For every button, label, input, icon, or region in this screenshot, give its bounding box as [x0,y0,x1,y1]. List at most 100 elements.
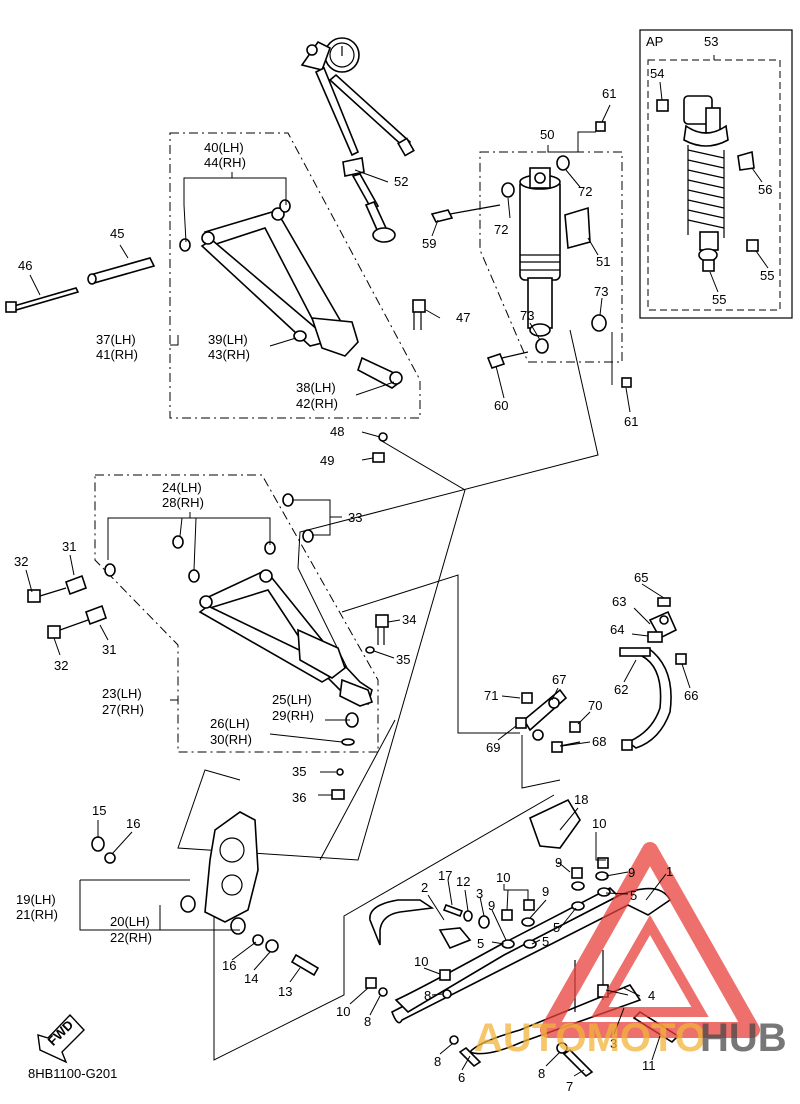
callout-63: 63 [612,594,626,609]
callout-50: 50 [540,127,554,142]
callout-53: 53 [704,34,718,49]
callout-55: 55 [760,268,774,283]
callout-42: 42(RH) [296,396,338,411]
diagram-code: 8HB1100-G201 [28,1066,117,1081]
callout-3: 3 [610,1036,617,1051]
callout-29: 29(RH) [272,708,314,723]
leader-lines [25,55,769,1077]
callout-48: 48 [330,424,344,439]
callout-17: 17 [438,868,452,883]
callout-36: 36 [292,790,306,805]
callout-5: 5 [477,936,484,951]
callout-7: 7 [566,1079,573,1094]
callout-13: 13 [278,984,292,999]
callout-61: 61 [624,414,638,429]
callout-9: 9 [555,855,562,870]
callout-61: 61 [602,86,616,101]
callout-9: 9 [542,884,549,899]
callout-5: 5 [542,934,549,949]
callout-31: 31 [102,642,116,657]
callout-69: 69 [486,740,500,755]
shock-group-outline [479,151,623,363]
callout-59: 59 [422,236,436,251]
bolt-47-part [372,299,426,463]
pivot-shaft-part [5,257,156,313]
callout-10: 10 [414,954,428,969]
callout-37: 37(LH) [96,332,136,347]
callout-3: 3 [476,886,483,901]
callout-31: 31 [62,539,76,554]
callout-23: 23(LH) [102,686,142,701]
callout-12: 12 [456,874,470,889]
callout-27: 27(RH) [102,702,144,717]
callout-5: 5 [630,888,637,903]
callout-56: 56 [758,182,772,197]
callout-73: 73 [520,308,534,323]
steering-column-part [300,37,415,243]
callout-1: 1 [666,864,673,879]
callout-28: 28(RH) [162,495,204,510]
callout-16: 16 [222,958,236,973]
callout-41: 41(RH) [96,347,138,362]
fwd-arrow-icon [37,1013,85,1064]
callout-54: 54 [650,66,664,81]
callout-47: 47 [456,310,470,325]
callout-51: 51 [596,254,610,269]
guide-line-ski [213,794,555,1061]
callout-72: 72 [494,222,508,237]
callout-43: 43(RH) [208,347,250,362]
callout-60: 60 [494,398,508,413]
upper-a-arm-part [179,199,403,389]
callout-73: 73 [594,284,608,299]
callout-9: 9 [488,898,495,913]
callout-18: 18 [574,792,588,807]
callout-55: 55 [712,292,726,307]
callout-33: 33 [348,510,362,525]
guide-line-upper [177,439,466,861]
callout-72: 72 [578,184,592,199]
callout-32: 32 [14,554,28,569]
callout-40: 40(LH) [204,140,244,155]
upper-arm-group-outline [169,132,421,419]
callout-20: 20(LH) [110,914,150,929]
callout-44: 44(RH) [204,155,246,170]
callout-10: 10 [496,870,510,885]
callout-9: 9 [628,865,635,880]
callout-22: 22(RH) [110,930,152,945]
callout-49: 49 [320,453,334,468]
callout-10: 10 [592,816,606,831]
spindle-part [91,811,320,977]
callout-66: 66 [684,688,698,703]
guide-line-shock [297,329,599,691]
steering-link-part [515,597,687,753]
callout-35: 35 [396,652,410,667]
shock-absorber-part [430,121,632,388]
callout-67: 67 [552,672,566,687]
callout-21: 21(RH) [16,907,58,922]
guide-line-link [341,574,520,734]
callout-8: 8 [364,1014,371,1029]
callout-6: 6 [458,1070,465,1085]
guide-line-67 [521,735,561,789]
lower-a-arm-part [27,493,389,800]
callout-labels: 1 2 3 3 4 5 5 5 5 6 7 8 8 8 8 9 9 9 9 10… [14,34,774,1094]
callout-25: 25(LH) [272,692,312,707]
callout-45: 45 [110,226,124,241]
callout-34: 34 [402,612,416,627]
ap-box-label: AP [646,34,663,49]
callout-65: 65 [634,570,648,585]
callout-52: 52 [394,174,408,189]
callout-19: 19(LH) [16,892,56,907]
callout-70: 70 [588,698,602,713]
callout-35: 35 [292,764,306,779]
callout-38: 38(LH) [296,380,336,395]
callout-8: 8 [424,988,431,1003]
callout-71: 71 [484,688,498,703]
callout-11: 11 [642,1058,656,1073]
callout-15: 15 [92,803,106,818]
callout-8: 8 [538,1066,545,1081]
callout-26: 26(LH) [210,716,250,731]
ap-shock-part [656,95,759,272]
guide-line-15 [319,719,396,861]
